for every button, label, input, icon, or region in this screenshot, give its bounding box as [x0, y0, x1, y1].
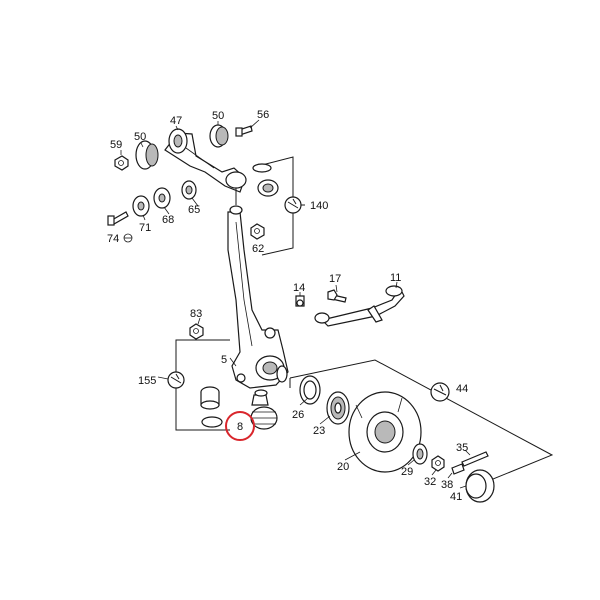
callout-50-right[interactable]: 50 — [212, 110, 224, 122]
hub-rotor-group — [289, 359, 554, 503]
callout-41[interactable]: 41 — [450, 491, 462, 503]
wrench-icon — [167, 371, 185, 389]
callout-155[interactable]: 155 — [138, 375, 156, 387]
highlight-circle — [225, 411, 255, 441]
callout-83[interactable]: 83 — [190, 308, 202, 320]
callout-68[interactable]: 68 — [162, 214, 174, 226]
callout-62[interactable]: 62 — [252, 243, 264, 255]
callout-56[interactable]: 56 — [257, 109, 269, 121]
callout-20[interactable]: 20 — [337, 461, 349, 473]
steering-knuckle — [227, 205, 289, 389]
steering-arm — [295, 285, 405, 327]
callout-74[interactable]: 74 — [107, 233, 119, 245]
clip-icon — [123, 233, 133, 243]
lower-ball-joint-group — [167, 323, 278, 431]
callout-38[interactable]: 38 — [441, 479, 453, 491]
callout-71[interactable]: 71 — [139, 222, 151, 234]
callout-140[interactable]: 140 — [310, 200, 328, 212]
callout-17[interactable]: 17 — [329, 273, 341, 285]
upper-control-arm-group — [107, 124, 305, 256]
callout-labels: 59 50 47 50 56 140 65 68 71 74 62 17 11 … — [107, 109, 468, 503]
wrench-icon — [430, 382, 450, 402]
callout-59[interactable]: 59 — [110, 139, 122, 151]
callout-35[interactable]: 35 — [456, 442, 468, 454]
callout-32[interactable]: 32 — [424, 476, 436, 488]
callout-14[interactable]: 14 — [293, 282, 305, 294]
callout-65[interactable]: 65 — [188, 204, 200, 216]
callout-5[interactable]: 5 — [221, 354, 227, 366]
callout-50-left[interactable]: 50 — [134, 131, 146, 143]
callout-44[interactable]: 44 — [456, 383, 468, 395]
leader-lines — [120, 119, 471, 489]
callout-8[interactable]: 8 — [237, 421, 243, 433]
callout-23[interactable]: 23 — [313, 425, 325, 437]
wrench-icon — [284, 196, 302, 214]
callout-47[interactable]: 47 — [170, 115, 182, 127]
callout-11[interactable]: 11 — [390, 272, 401, 284]
callout-26[interactable]: 26 — [292, 409, 304, 421]
callout-29[interactable]: 29 — [401, 466, 413, 478]
